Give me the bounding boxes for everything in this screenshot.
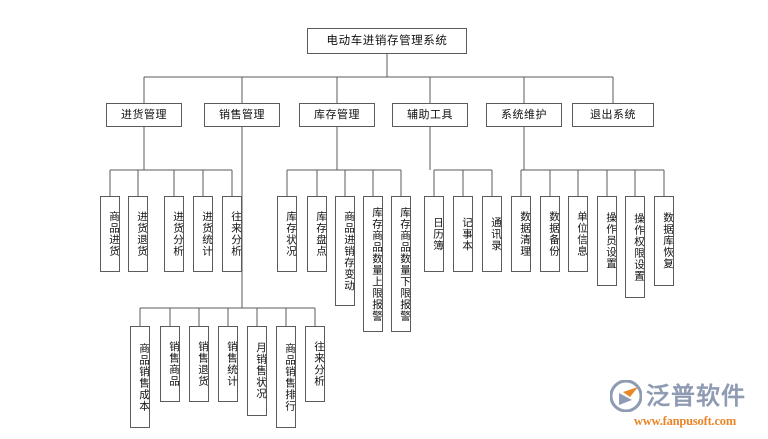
node-purchase-transaction-analysis[interactable]: 往来分析 [222, 196, 242, 272]
node-inventory-management-label: 库存管理 [314, 107, 360, 121]
node-address-book[interactable]: 通讯录 [482, 196, 502, 272]
node-stock-lower-limit-alert[interactable]: 库存商品数量下限报警 [391, 196, 411, 332]
node-purchase-analysis-label: 进货分析 [172, 211, 184, 257]
node-data-backup-label: 数据备份 [548, 211, 560, 257]
node-stock-status-label: 库存状况 [285, 211, 297, 257]
node-sales-statistics[interactable]: 销售统计 [218, 326, 238, 402]
node-system-maintenance-label: 系统维护 [501, 107, 547, 121]
node-operation-permission-settings[interactable]: 操作权限设置 [625, 196, 645, 298]
node-purchase-return[interactable]: 进货退货 [128, 196, 148, 272]
node-notepad-label: 记事本 [461, 216, 473, 252]
node-operator-settings[interactable]: 操作员设置 [597, 196, 617, 286]
node-data-backup[interactable]: 数据备份 [540, 196, 560, 272]
fanpu-logo-icon [609, 379, 643, 413]
node-monthly-sales-status-label: 月销售状况 [255, 342, 267, 400]
node-calendar-book[interactable]: 日历簿 [424, 196, 444, 272]
node-purchase-statistics[interactable]: 进货统计 [193, 196, 213, 272]
node-purchase-management-label: 进货管理 [121, 107, 167, 121]
node-sales-statistics-label: 销售统计 [226, 341, 238, 387]
node-calendar-book-label: 日历簿 [432, 216, 444, 252]
node-database-restore-label: 数据库恢复 [662, 212, 674, 270]
node-operation-permission-settings-label: 操作权限设置 [633, 212, 645, 282]
node-operator-settings-label: 操作员设置 [605, 212, 617, 270]
node-sell-goods-label: 销售商品 [168, 341, 180, 387]
node-sales-management[interactable]: 销售管理 [204, 103, 280, 127]
node-sales-transaction-analysis[interactable]: 往来分析 [305, 326, 325, 402]
node-company-info[interactable]: 单位信息 [568, 196, 588, 272]
node-exit-system[interactable]: 退出系统 [572, 103, 654, 127]
node-company-info-label: 单位信息 [576, 211, 588, 257]
node-goods-sales-cost-label: 商品销售成本 [138, 342, 150, 412]
watermark-logo: 泛普软件 www.fanpusoft.com [609, 379, 760, 433]
logo-website-url: www.fanpusoft.com [633, 414, 737, 428]
node-purchase-statistics-label: 进货统计 [201, 211, 213, 257]
node-goods-sales-ranking[interactable]: 商品销售排行 [276, 326, 296, 428]
node-goods-purchase-label: 商品进货 [108, 211, 120, 257]
node-sales-transaction-analysis-label: 往来分析 [313, 341, 325, 387]
node-sales-return-label: 销售退货 [197, 341, 209, 387]
node-stock-lower-limit-alert-label: 库存商品数量下限报警 [399, 206, 411, 322]
node-exit-system-label: 退出系统 [590, 107, 636, 121]
logo-row: 泛普软件 [609, 379, 760, 413]
node-monthly-sales-status[interactable]: 月销售状况 [247, 326, 267, 416]
logo-brand-name: 泛普软件 [646, 382, 746, 410]
node-auxiliary-tools[interactable]: 辅助工具 [392, 103, 468, 127]
node-purchase-return-label: 进货退货 [136, 211, 148, 257]
node-goods-sales-ranking-label: 商品销售排行 [284, 342, 296, 412]
node-root-label: 电动车进销存管理系统 [326, 33, 448, 48]
node-stock-status[interactable]: 库存状况 [277, 196, 297, 272]
node-sales-management-label: 销售管理 [219, 107, 265, 121]
node-auxiliary-tools-label: 辅助工具 [407, 107, 453, 121]
node-goods-inventory-change[interactable]: 商品进销存变动 [335, 196, 355, 306]
node-sell-goods[interactable]: 销售商品 [160, 326, 180, 402]
node-notepad[interactable]: 记事本 [453, 196, 473, 272]
node-purchase-management[interactable]: 进货管理 [106, 103, 182, 127]
node-goods-inventory-change-label: 商品进销存变动 [343, 210, 355, 292]
node-goods-purchase[interactable]: 商品进货 [100, 196, 120, 272]
node-purchase-transaction-analysis-label: 往来分析 [230, 211, 242, 257]
node-stock-check[interactable]: 库存盘点 [307, 196, 327, 272]
node-purchase-analysis[interactable]: 进货分析 [164, 196, 184, 272]
node-sales-return[interactable]: 销售退货 [189, 326, 209, 402]
node-root[interactable]: 电动车进销存管理系统 [307, 28, 467, 54]
node-data-cleanup[interactable]: 数据清理 [511, 196, 531, 272]
node-stock-upper-limit-alert[interactable]: 库存商品数量上限报警 [363, 196, 383, 332]
node-address-book-label: 通讯录 [490, 216, 502, 252]
node-inventory-management[interactable]: 库存管理 [299, 103, 375, 127]
node-data-cleanup-label: 数据清理 [519, 211, 531, 257]
node-stock-upper-limit-alert-label: 库存商品数量上限报警 [371, 206, 383, 322]
node-system-maintenance[interactable]: 系统维护 [486, 103, 562, 127]
node-stock-check-label: 库存盘点 [315, 211, 327, 257]
node-goods-sales-cost[interactable]: 商品销售成本 [130, 326, 150, 428]
node-database-restore[interactable]: 数据库恢复 [654, 196, 674, 286]
